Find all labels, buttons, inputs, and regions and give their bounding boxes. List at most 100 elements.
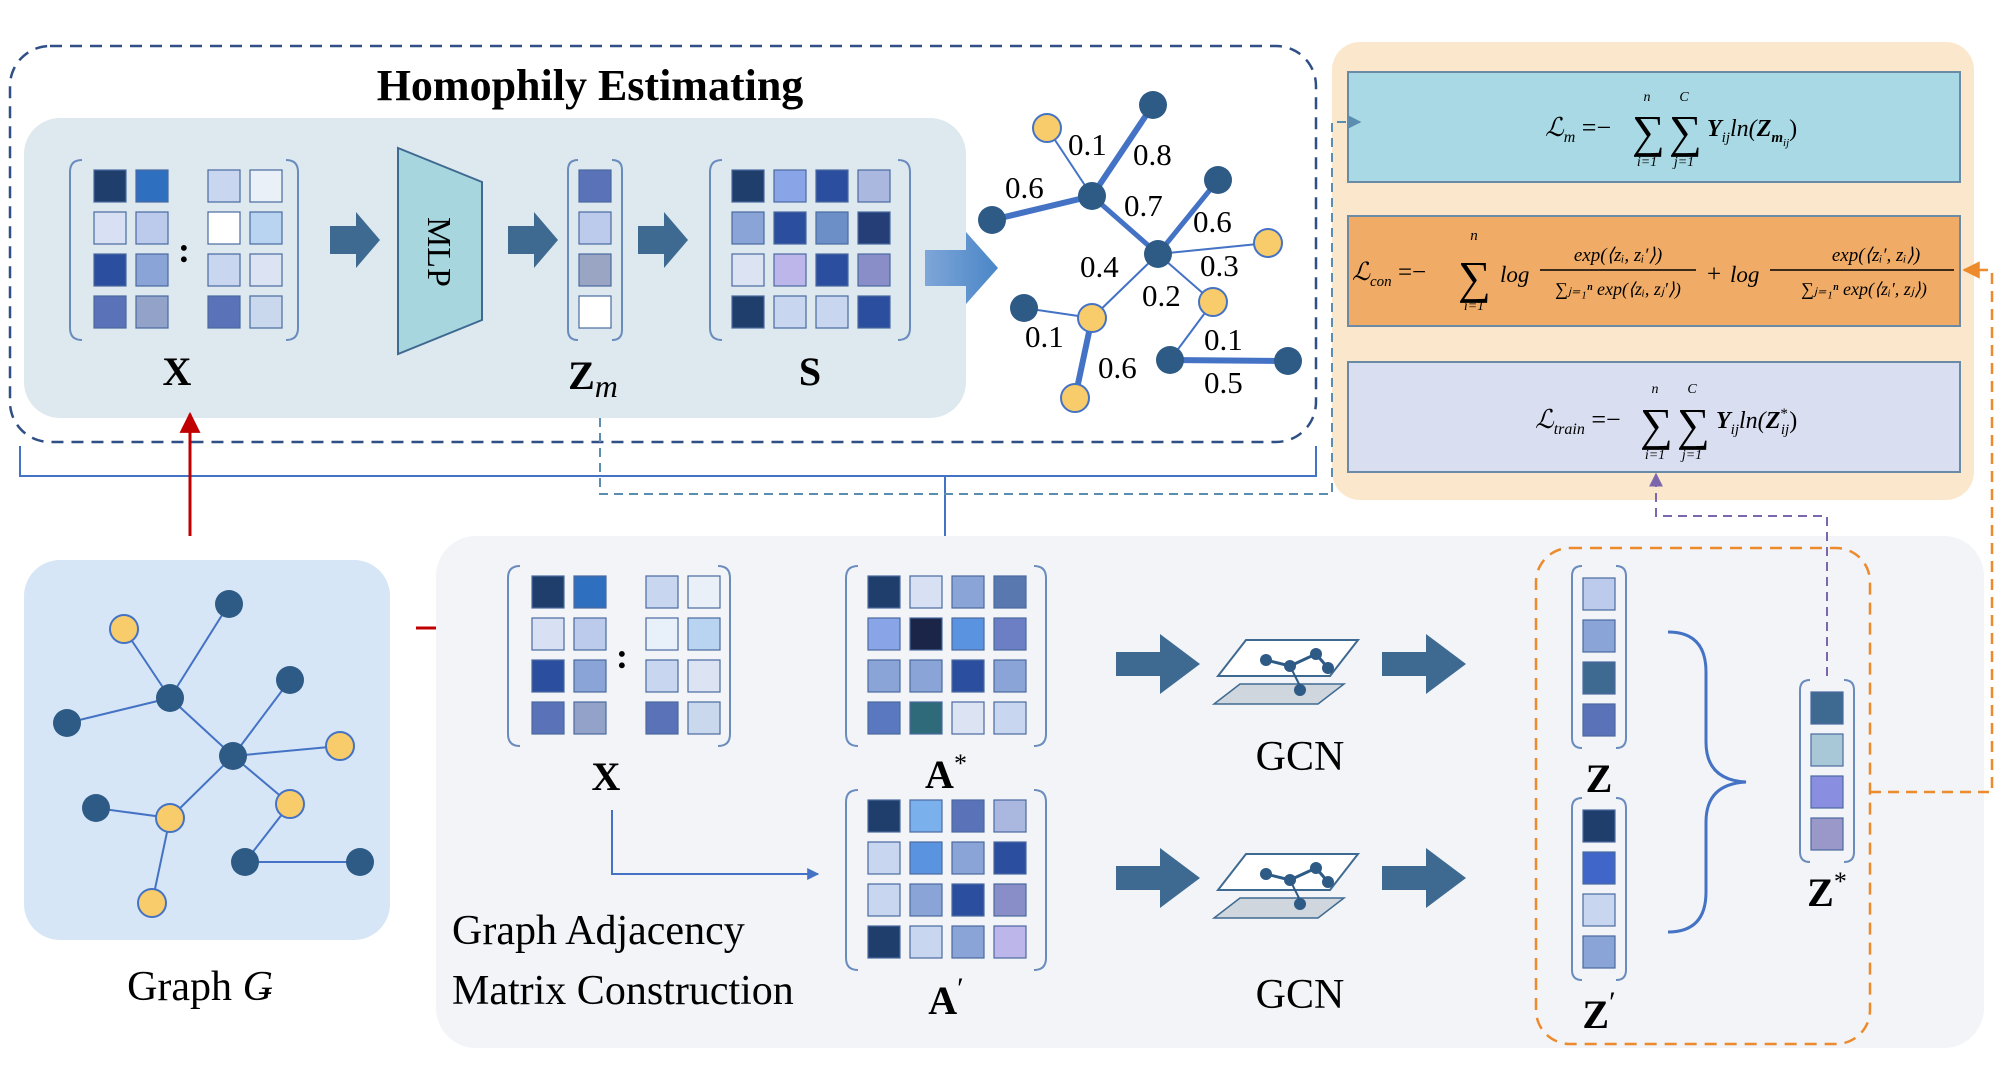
arrow-astar-to-gcn	[1116, 634, 1200, 694]
svg-text:Yijln(Zmij): Yijln(Zmij)	[1707, 116, 1797, 149]
matrix-a-prime-label: A′	[928, 972, 963, 1023]
loss-box-ltrain	[1347, 361, 1961, 473]
construction-caption-line1: Graph Adjacency	[452, 908, 745, 954]
svg-text:∑: ∑	[1669, 106, 1702, 157]
matrix-cell	[93, 211, 127, 245]
vector-z-star-label: Z*	[1807, 867, 1847, 915]
matrix-cell	[815, 169, 849, 203]
edge-weight: 0.6	[1005, 170, 1044, 205]
matrix-cell	[867, 701, 901, 735]
svg-text:n: n	[1652, 382, 1659, 397]
matrix-cell	[687, 701, 721, 735]
svg-text:∑: ∑	[1640, 399, 1673, 450]
vector-cell	[578, 295, 612, 329]
matrix-cell	[93, 169, 127, 203]
vector-cell	[578, 211, 612, 245]
arrow-s-to-graph	[925, 232, 998, 304]
matrix-cell	[249, 211, 283, 245]
bracket-to-astar	[19, 446, 1317, 477]
svg-text:C: C	[1687, 382, 1697, 397]
homophily-dashed-frame	[8, 44, 1318, 444]
gcn-label-2: GCN	[1256, 972, 1345, 1018]
matrix-cell	[773, 211, 807, 245]
arrow-gcn-to-z	[1382, 634, 1466, 694]
vector-z-star	[1799, 679, 1855, 863]
matrix-cell	[993, 799, 1027, 833]
matrix-cell	[687, 575, 721, 609]
edge-weight: 0.5	[1204, 365, 1243, 400]
dashed-zstar-to-ltrain	[1649, 472, 1828, 676]
matrix-cell	[687, 617, 721, 651]
edge-weight: 0.8	[1133, 137, 1172, 172]
matrix-cell	[135, 211, 169, 245]
svg-text:ℒcon =−: ℒcon =−	[1352, 259, 1426, 290]
weighted-graph: 0.1 0.8 0.6 0.7 0.6 0.3 0.4 0.2 0.1 0.6 …	[978, 91, 1302, 413]
vector-cell	[1582, 703, 1616, 737]
matrix-cell	[687, 659, 721, 693]
matrix-cell	[573, 659, 607, 693]
matrix-s	[709, 159, 911, 341]
matrix-cell	[993, 575, 1027, 609]
edge-weight: 0.6	[1193, 204, 1232, 239]
svg-text:j=1: j=1	[1672, 155, 1694, 170]
matrix-cell	[207, 295, 241, 329]
svg-text:j=1: j=1	[1680, 448, 1702, 463]
vector-z	[1571, 565, 1627, 749]
ellipsis-mark: :	[178, 230, 190, 270]
matrix-cell	[993, 925, 1027, 959]
matrix-cell	[909, 925, 943, 959]
matrix-cell	[909, 659, 943, 693]
matrix-a-prime	[845, 789, 1047, 971]
matrix-cell	[993, 617, 1027, 651]
matrix-cell	[531, 617, 565, 651]
matrix-cell	[909, 883, 943, 917]
svg-text:∑: ∑	[1632, 106, 1665, 157]
svg-text:log: log	[1500, 262, 1529, 287]
matrix-cell	[867, 925, 901, 959]
matrix-cell	[93, 253, 127, 287]
svg-text:exp(⟨zᵢ′, zᵢ⟩): exp(⟨zᵢ′, zᵢ⟩)	[1832, 245, 1920, 266]
matrix-cell	[951, 799, 985, 833]
matrix-cell	[951, 841, 985, 875]
matrix-cell	[909, 617, 943, 651]
matrix-s-label: S	[799, 349, 821, 394]
matrix-cell	[93, 295, 127, 329]
edge-weight: 0.3	[1200, 248, 1239, 283]
vector-cell	[1810, 733, 1844, 767]
graph-label: Graph Ǥ	[127, 964, 273, 1010]
vector-zm-label: Zm	[568, 353, 618, 404]
matrix-cell	[731, 211, 765, 245]
input-graph	[53, 590, 374, 918]
matrix-cell	[645, 659, 679, 693]
matrix-cell	[909, 701, 943, 735]
edge-weight: 0.1	[1068, 127, 1107, 162]
matrix-cell	[645, 575, 679, 609]
svg-text:∑ⱼ₌₁ⁿ exp(⟨zᵢ′, zⱼ⟩): ∑ⱼ₌₁ⁿ exp(⟨zᵢ′, zⱼ⟩)	[1801, 279, 1927, 300]
construction-caption-line2: Matrix Construction	[452, 968, 794, 1014]
matrix-cell	[731, 169, 765, 203]
svg-text:i=1: i=1	[1464, 299, 1484, 314]
mlp-label: MLP	[420, 217, 457, 287]
vector-cell	[1810, 817, 1844, 851]
matrix-cell	[951, 617, 985, 651]
svg-text:C: C	[1679, 90, 1689, 105]
matrix-cell	[135, 253, 169, 287]
vector-z-label: Z	[1586, 756, 1613, 801]
matrix-cell	[207, 169, 241, 203]
edge-weight: 0.1	[1025, 319, 1064, 354]
merge-brace	[1667, 630, 1747, 934]
matrix-cell	[773, 169, 807, 203]
svg-text:n: n	[1470, 228, 1478, 244]
edge-weight: 0.1	[1204, 322, 1243, 357]
matrix-cell	[867, 575, 901, 609]
matrix-cell	[249, 253, 283, 287]
matrix-cell	[857, 169, 891, 203]
matrix-cell	[815, 253, 849, 287]
vector-cell	[1582, 577, 1616, 611]
matrix-cell	[993, 659, 1027, 693]
arrow-aprime-to-gcn	[1116, 848, 1200, 908]
matrix-cell	[993, 701, 1027, 735]
svg-text:n: n	[1644, 90, 1651, 105]
